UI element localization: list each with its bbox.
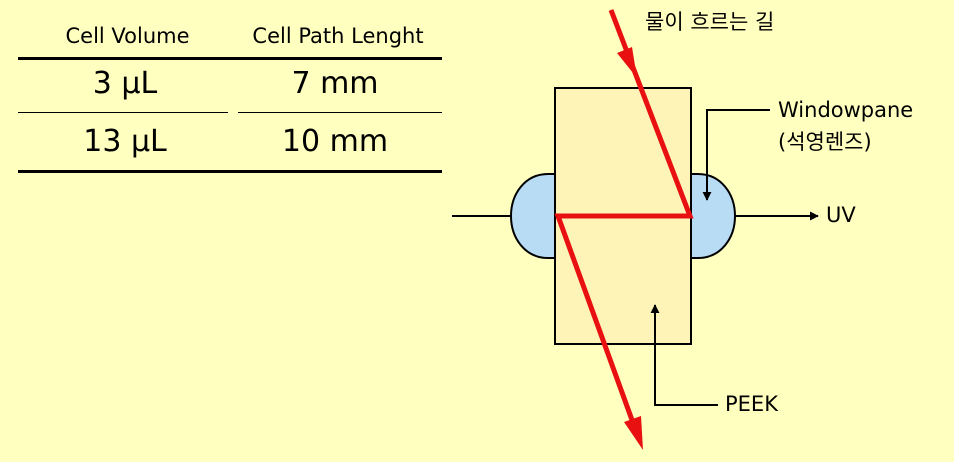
header-cell-volume: Cell Volume <box>65 24 190 48</box>
row1-cell-path-length: 7 mm <box>291 66 379 101</box>
table-top-rule <box>18 57 442 60</box>
flow-arrowhead-bottom <box>624 416 643 450</box>
header-cell-path-length: Cell Path Lenght <box>252 24 424 48</box>
row2-cell-volume: 13 μL <box>83 124 167 159</box>
table-mid-rule-right <box>238 112 442 113</box>
water-flow-path <box>554 9 694 421</box>
flow-path-label: 물이 흐르는 길 <box>645 10 775 34</box>
windowpane-label: Windowpane <box>778 98 914 122</box>
row2-cell-path-length: 10 mm <box>281 124 389 159</box>
window-lens-left <box>509 173 556 259</box>
spec-table: Cell Volume Cell Path Lenght 3 μL 7 mm 1… <box>0 0 460 180</box>
peek-leader <box>650 304 718 406</box>
table-bottom-rule <box>18 170 442 173</box>
uv-label: UV <box>826 203 856 227</box>
windowpane-leader <box>702 109 770 201</box>
row1-cell-volume: 3 μL <box>92 66 158 101</box>
windowpane-sublabel: (석영렌즈) <box>778 130 872 154</box>
flow-arrowhead-top <box>617 47 637 78</box>
peek-label: PEEK <box>725 392 778 416</box>
table-mid-rule-left <box>18 112 228 113</box>
window-lens-right <box>690 173 737 259</box>
